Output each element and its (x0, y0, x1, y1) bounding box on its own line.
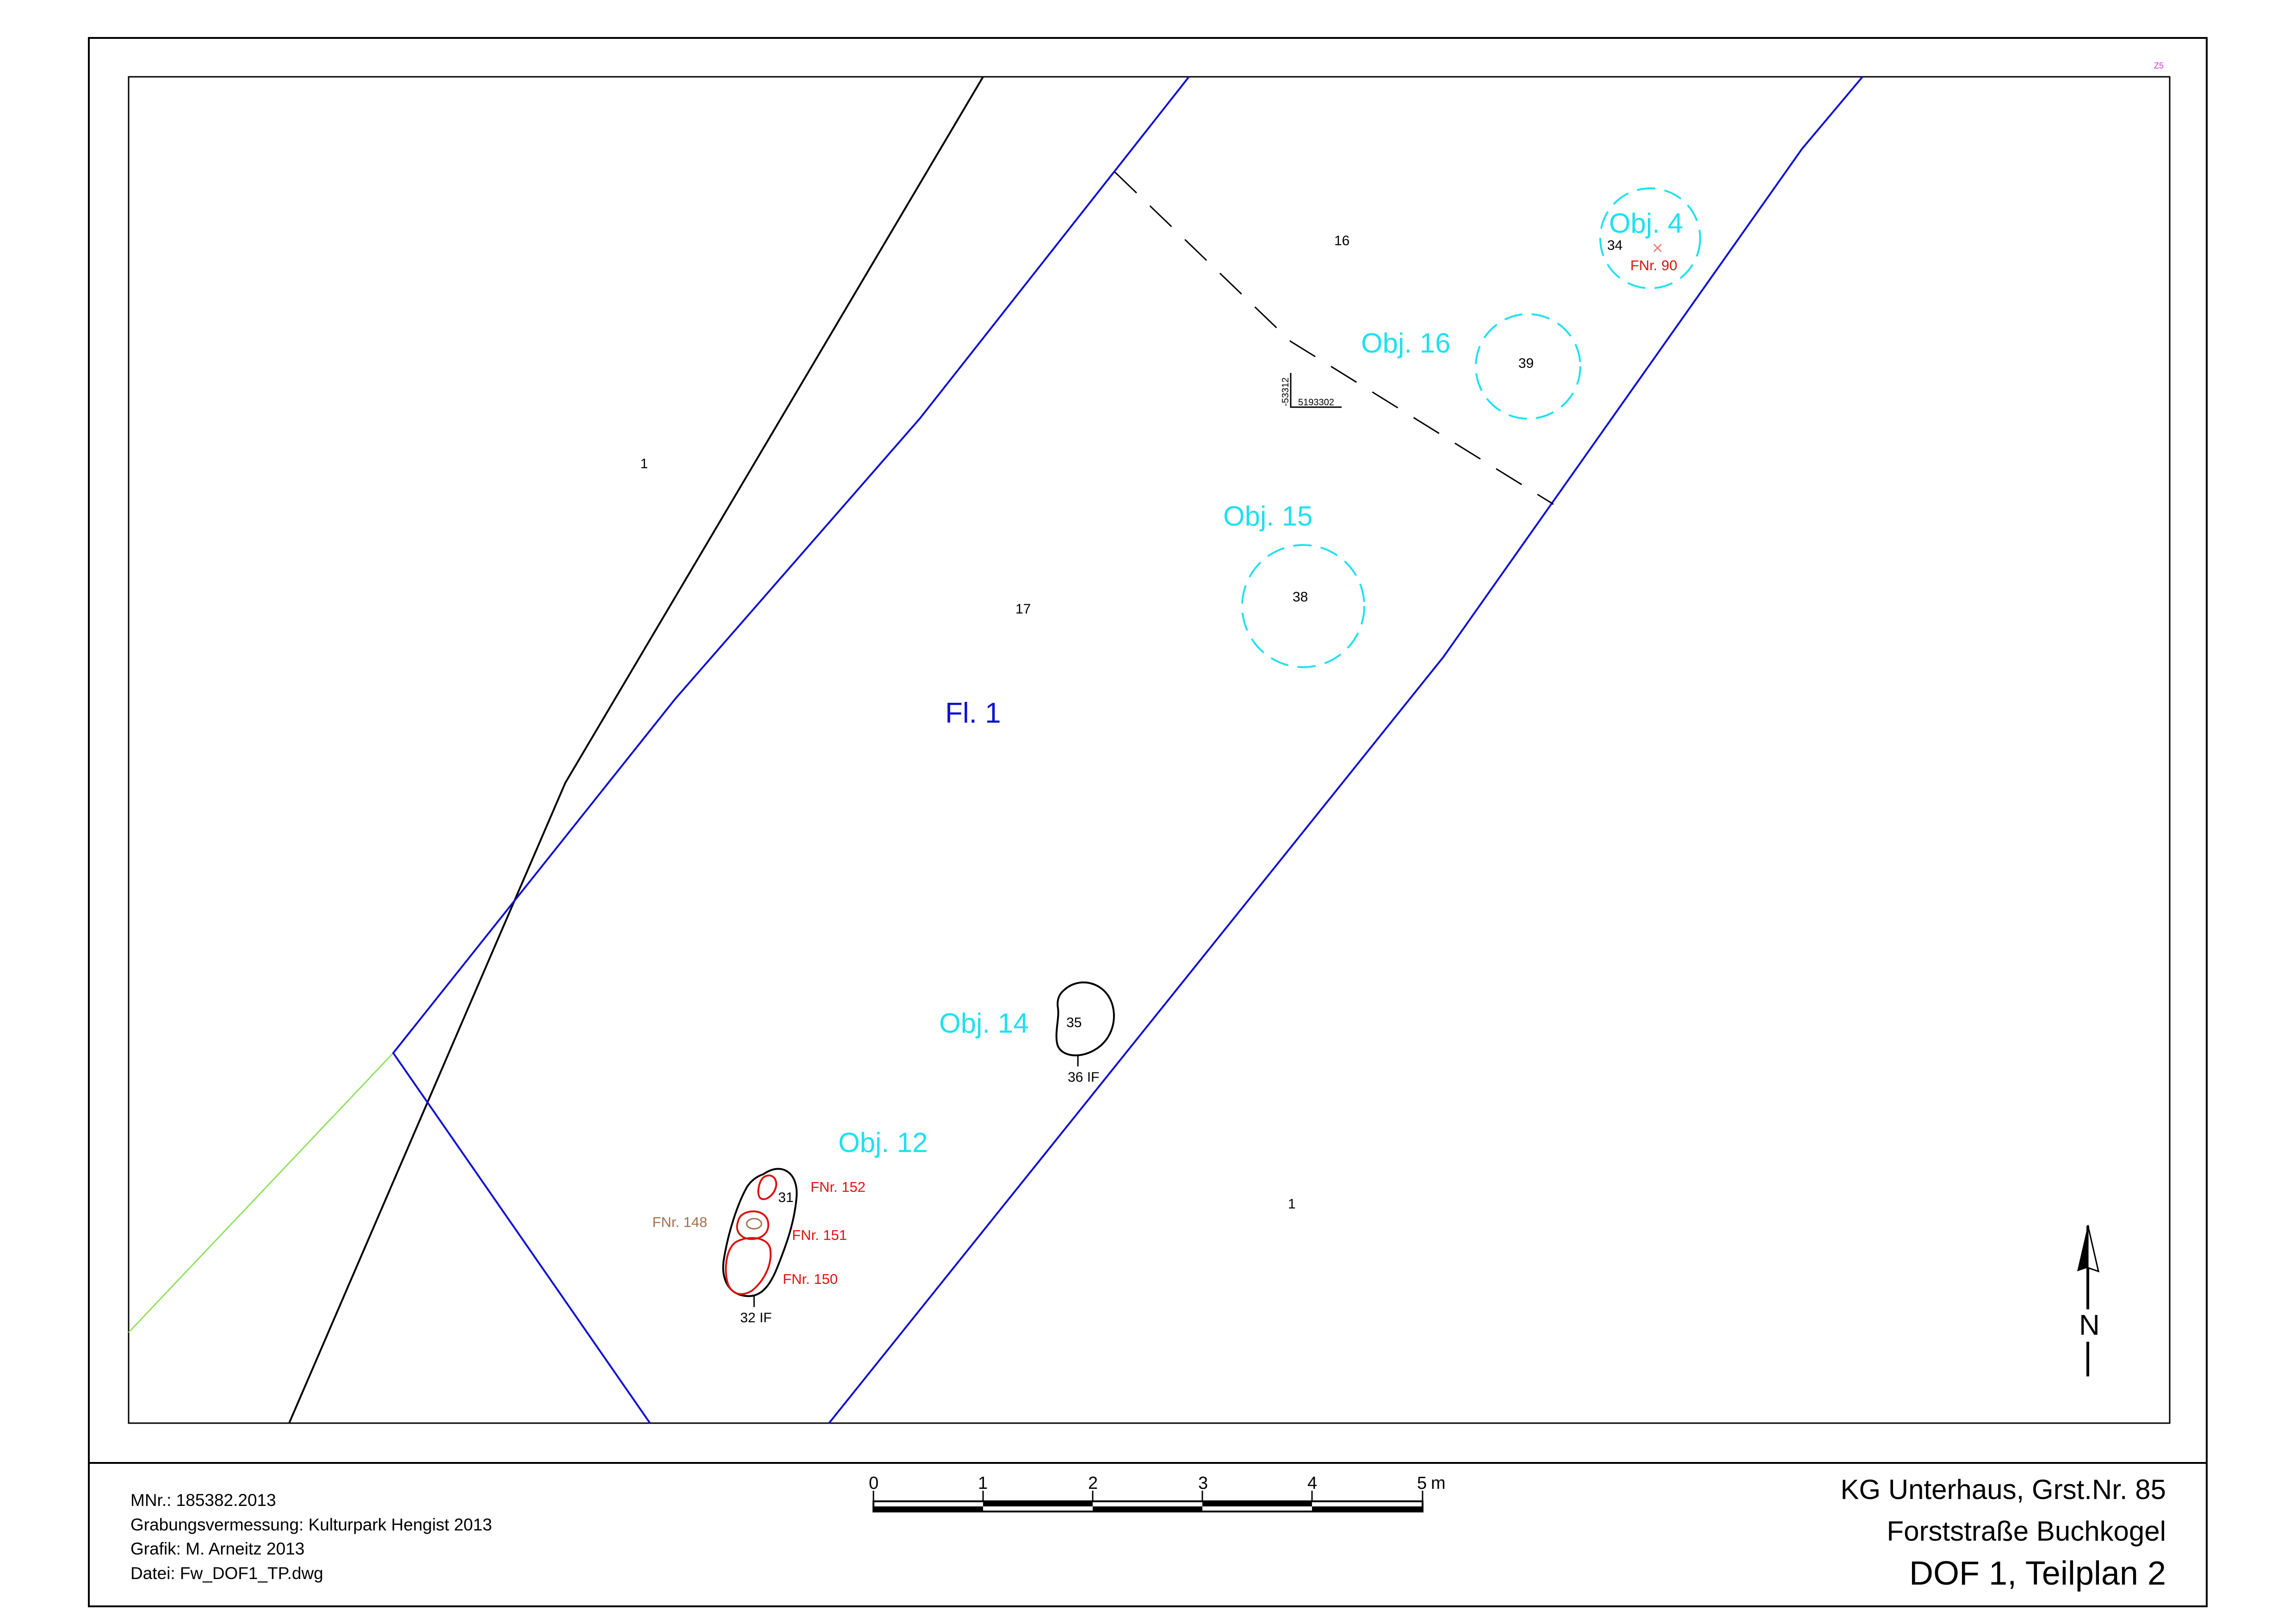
obj14-label: Obj. 14 (939, 1008, 1028, 1039)
obj12-label: Obj. 12 (838, 1127, 928, 1158)
north-arrow-icon: N (2077, 1225, 2100, 1376)
obj12-number: 31 (778, 1190, 793, 1205)
area-label: Fl. 1 (945, 697, 1001, 729)
obj4-label: Obj. 4 (1609, 208, 1683, 239)
obj14-outline (1055, 981, 1115, 1057)
obj12-find-152-label: FNr. 152 (811, 1179, 866, 1195)
scale-bar: 0 1 2 3 4 5 m (869, 1474, 1446, 1512)
north-label: N (2079, 1309, 2100, 1341)
scale-tick-label: 4 (1307, 1474, 1317, 1493)
title-line-2: Forststraße Buchkogel (1887, 1516, 2166, 1547)
meta-mnr: MNr.: 185382.2013 (130, 1491, 276, 1510)
parcel-boundary-line (288, 76, 984, 1424)
sheet-frame (88, 37, 2208, 1607)
scale-tick-label: 2 (1088, 1474, 1098, 1493)
obj12-interface: 32 IF (740, 1310, 772, 1326)
obj15-outline (1241, 544, 1365, 668)
obj12-outline (722, 1168, 798, 1297)
title-line-3: DOF 1, Teilplan 2 (1909, 1555, 2166, 1592)
scale-tick-label: 1 (978, 1474, 988, 1493)
meta-file: Datei: Fw_DOF1_TP.dwg (130, 1564, 323, 1583)
obj12-find-148 (746, 1218, 762, 1230)
obj4-outline (1599, 187, 1701, 289)
obj16-number: 39 (1518, 356, 1534, 371)
coordinate-marker: -53312 5193302 (1281, 373, 1342, 408)
trench-boundary-west (392, 76, 1190, 1424)
obj12-find-151-label: FNr. 151 (792, 1227, 847, 1243)
obj16-label: Obj. 16 (1361, 328, 1450, 359)
obj12-find-150 (725, 1237, 772, 1295)
title-line-1: KG Unterhaus, Grst.Nr. 85 (1840, 1474, 2166, 1505)
obj14-number: 35 (1066, 1015, 1082, 1030)
coord-easting: -53312 (1281, 378, 1291, 406)
obj12-find-148-label: FNr. 148 (652, 1214, 707, 1230)
obj15-number: 38 (1293, 589, 1308, 605)
meta-graphic: Grafik: M. Arneitz 2013 (130, 1539, 304, 1558)
corner-code: Z5 (2154, 61, 2164, 70)
profile-dashed-line (1114, 171, 1554, 505)
scale-unit: m (1431, 1474, 1446, 1493)
obj12-find-151 (736, 1210, 769, 1240)
scale-tick-label: 0 (869, 1474, 879, 1493)
layer-number: 16 (1334, 233, 1349, 248)
obj4-find: FNr. 90 (1630, 257, 1677, 273)
scale-tick-label: 3 (1198, 1474, 1208, 1493)
layer-number: 1 (1288, 1196, 1296, 1212)
obj16-outline (1475, 313, 1581, 420)
meta-survey: Grabungsvermessung: Kulturpark Hengist 2… (130, 1515, 492, 1534)
trench-boundary-east (828, 76, 1863, 1424)
obj4-number: 34 (1607, 238, 1622, 253)
find-point-icon (1653, 243, 1662, 253)
obj15-label: Obj. 15 (1223, 501, 1312, 532)
obj14-interface: 36 IF (1068, 1070, 1099, 1085)
map-frame (128, 76, 2171, 1424)
layer-number: 17 (1015, 601, 1031, 617)
green-boundary-line (128, 1052, 394, 1333)
obj12-find-152 (757, 1174, 777, 1200)
scale-tick-label: 5 (1417, 1474, 1427, 1493)
obj12-find-150-label: FNr. 150 (783, 1271, 838, 1287)
coord-northing: 5193302 (1298, 397, 1334, 408)
layer-number: 1 (640, 456, 648, 471)
